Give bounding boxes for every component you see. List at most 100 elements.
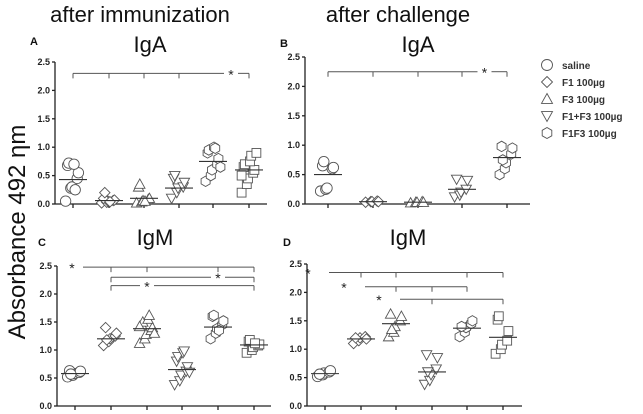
group-hexagon <box>493 140 521 181</box>
significance-star: * <box>341 280 347 296</box>
group-triangle-up <box>130 177 158 208</box>
data-point <box>178 177 191 189</box>
y-tick-label: 1.0 <box>39 345 52 355</box>
group-diamond <box>95 186 123 209</box>
significance-star: * <box>144 279 150 295</box>
significance-star: * <box>215 270 221 286</box>
y-tick-label: 2.5 <box>37 57 50 67</box>
significance-bracket: * <box>327 65 508 81</box>
data-point <box>450 174 463 186</box>
group-square <box>489 311 517 359</box>
significance-bracket: * <box>110 270 255 286</box>
data-point <box>420 350 433 362</box>
data-point <box>461 175 474 187</box>
data-point <box>218 315 229 327</box>
y-axis-label: Absorbance 492 ηm <box>4 125 31 340</box>
data-point <box>507 142 518 154</box>
data-point <box>236 187 247 198</box>
data-point <box>318 156 330 168</box>
group-diamond <box>97 321 125 352</box>
data-point <box>168 170 181 182</box>
data-point <box>99 321 112 334</box>
data-point <box>467 315 478 327</box>
legend-label: F1F3 100µg <box>562 129 617 140</box>
data-point <box>104 195 116 208</box>
column-title-immunization: after immunization <box>50 2 230 27</box>
data-point <box>327 161 340 174</box>
legend-item: F1+F3 100µg <box>540 111 623 123</box>
data-point <box>324 365 337 377</box>
group-triangle-up <box>133 309 161 348</box>
data-point <box>171 352 184 363</box>
y-tick-label: 2.0 <box>37 85 50 95</box>
data-point <box>431 353 444 364</box>
y-tick-label: 1.5 <box>289 316 302 326</box>
legend-item: F1F3 100µg <box>541 126 617 140</box>
group-circle <box>314 156 342 197</box>
group-hexagon <box>453 315 481 343</box>
panel-title: IgM <box>137 225 174 250</box>
y-tick-label: 2.0 <box>39 289 52 299</box>
group-diamond <box>347 330 375 350</box>
group-triangle-down <box>418 350 446 391</box>
triangle-down-icon <box>540 111 554 123</box>
significance-bracket: * <box>305 266 504 282</box>
y-tick-label: 1.0 <box>37 142 50 152</box>
y-tick-label: 0.5 <box>289 373 302 383</box>
data-point <box>175 370 187 382</box>
y-tick-label: 1.5 <box>287 111 300 121</box>
group-triangle-down <box>168 346 196 391</box>
panel-title: IgM <box>390 225 427 250</box>
data-point <box>68 158 80 170</box>
triangle-up-icon <box>540 92 554 104</box>
y-tick-label: 0.0 <box>289 401 302 411</box>
data-point <box>100 334 113 346</box>
panel-letter: B <box>280 38 288 50</box>
data-point <box>215 161 226 173</box>
data-point <box>148 327 161 338</box>
y-tick-label: 0.5 <box>287 170 300 180</box>
y-tick-label: 0.0 <box>37 199 50 209</box>
data-point <box>178 346 191 358</box>
data-point <box>349 332 362 344</box>
y-tick-label: 1.0 <box>287 140 300 150</box>
group-hexagon <box>204 309 232 345</box>
group-circle <box>61 365 89 383</box>
data-point <box>214 324 224 337</box>
panel-letter: C <box>38 237 46 249</box>
data-point <box>251 148 262 158</box>
data-point <box>183 367 196 379</box>
group-circle <box>311 365 339 383</box>
data-point <box>74 365 87 377</box>
data-point <box>133 177 146 189</box>
significance-star: * <box>376 292 382 308</box>
data-point <box>430 364 443 376</box>
circle-icon <box>541 59 553 71</box>
data-point <box>236 170 247 181</box>
data-point <box>165 193 178 205</box>
legend-item: F1 100µg <box>540 75 605 89</box>
y-tick-label: 2.5 <box>287 52 300 62</box>
legend-label: F1 100µg <box>562 78 605 89</box>
significance-bracket: * <box>341 280 468 296</box>
y-tick-label: 1.0 <box>289 344 302 354</box>
significance-bracket: * <box>376 292 504 308</box>
group-hexagon <box>199 141 227 188</box>
data-point <box>496 140 507 153</box>
data-point <box>384 307 397 319</box>
data-point <box>503 326 514 336</box>
y-tick-label: 1.5 <box>37 114 50 124</box>
y-tick-label: 2.0 <box>287 81 300 91</box>
group-triangle-up <box>382 307 410 342</box>
data-point <box>313 368 326 380</box>
y-tick-label: 0.5 <box>37 171 50 181</box>
group-square <box>240 335 268 358</box>
data-point <box>502 335 513 346</box>
y-tick-label: 1.5 <box>39 317 52 327</box>
significance-bracket: * <box>72 66 250 82</box>
group-triangle-down <box>165 170 193 205</box>
group-circle <box>59 157 87 207</box>
